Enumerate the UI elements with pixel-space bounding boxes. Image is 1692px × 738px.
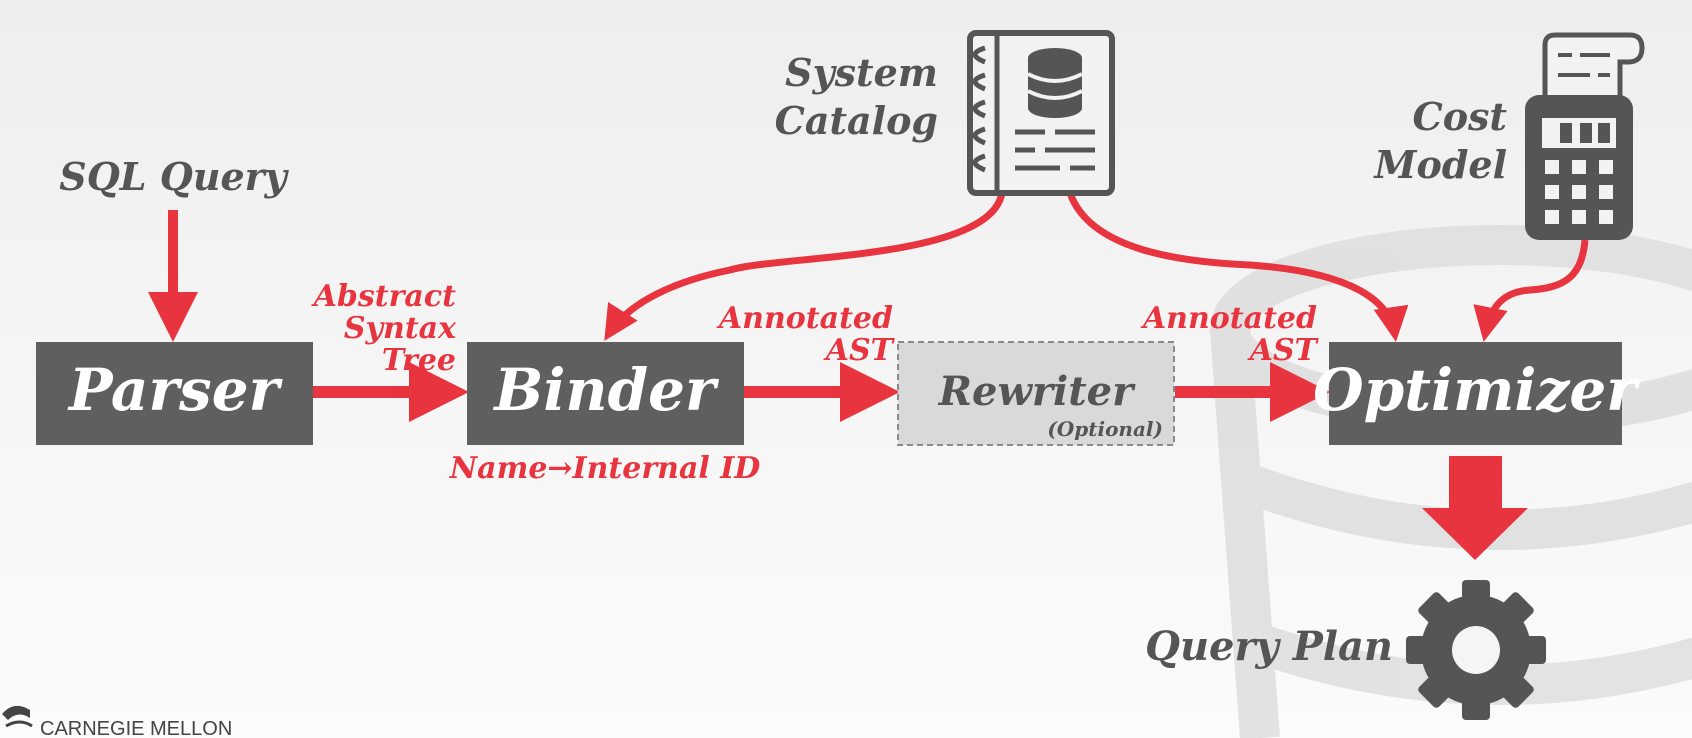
optimizer-label: Optimizer: [1313, 356, 1641, 424]
binder-label: Binder: [492, 356, 720, 424]
cmu-logo-icon: [2, 705, 33, 728]
ast-label-line3: Tree: [382, 343, 456, 378]
rewriter-box: Rewriter (Optional): [897, 341, 1175, 446]
cost-model-label-line1: Cost: [1412, 94, 1507, 139]
annotated-ast-1-line1: Annotated: [716, 301, 893, 336]
catalog-to-binder-arrow: [604, 192, 1006, 341]
notebook-database-icon: [967, 30, 1115, 196]
parser-box: Parser: [36, 342, 313, 445]
optimizer-to-plan-arrow: [1422, 456, 1528, 560]
sql-query-label: SQL Query: [59, 154, 289, 199]
footer-org-label: CARNEGIE MELLON: [40, 718, 232, 738]
ast-label-line1: Abstract: [311, 279, 457, 314]
cost-model-label-line2: Model: [1372, 142, 1507, 187]
rewriter-optional-note: (Optional): [1047, 417, 1163, 441]
annotated-ast-1-line2: AST: [823, 333, 896, 368]
catalog-to-optimizer-arrow: [1066, 191, 1409, 342]
gear-icon: [1406, 580, 1546, 720]
parser-label: Parser: [67, 356, 284, 424]
annotated-ast-2-line1: Annotated: [1140, 301, 1317, 336]
system-catalog-label-line2: Catalog: [775, 98, 938, 143]
query-plan-label: Query Plan: [1145, 623, 1393, 670]
ast-label-line2: Syntax: [344, 311, 457, 346]
binder-name-note: Name→Internal ID: [449, 451, 761, 486]
annotated-ast-2-line2: AST: [1247, 333, 1320, 368]
system-catalog-label-line1: System: [785, 50, 938, 95]
optimizer-box: Optimizer: [1313, 342, 1641, 445]
cost-model-to-optimizer-arrow: [1473, 239, 1589, 342]
calculator-receipt-icon: [1525, 32, 1645, 240]
rewriter-label: Rewriter: [938, 368, 1136, 415]
binder-box: Binder: [467, 342, 744, 445]
